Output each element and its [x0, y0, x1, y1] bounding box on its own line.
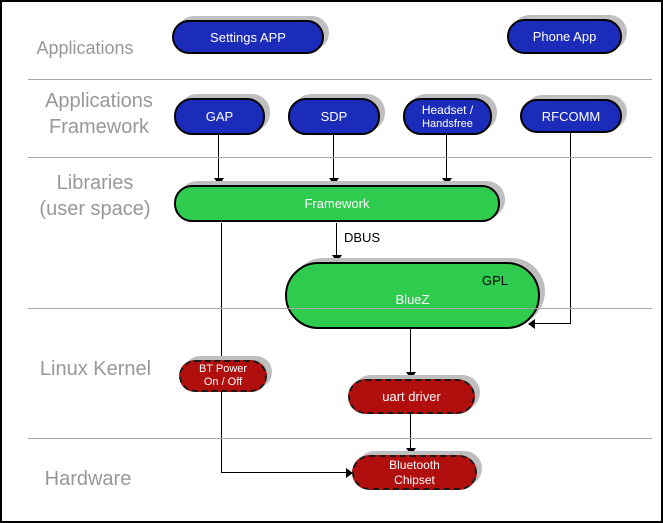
- arrow-sdp-to-framework-head: [329, 178, 339, 185]
- node-bluez: BlueZ GPL: [285, 262, 540, 329]
- arrow-gap-to-framework-line: [218, 135, 219, 178]
- node-headset-label-line2: Handsfree: [422, 117, 473, 130]
- divider-applications: [28, 79, 652, 80]
- node-bt-power-label-line2: On / Off: [203, 376, 243, 388]
- node-bluetooth-chipset-label-line2: Chipset: [394, 472, 435, 487]
- gpl-badge: GPL: [481, 273, 508, 288]
- layer-label-applications-framework: Applications Framework: [45, 90, 153, 138]
- node-rfcomm: RFCOMM: [520, 99, 622, 133]
- layer-label-hardware: Hardware: [44, 468, 132, 490]
- node-gap-label: GAP: [205, 109, 234, 124]
- node-bluez-label: BlueZ: [395, 292, 430, 307]
- arrow-bluez-to-uart-head: [406, 372, 416, 379]
- arrow-rfcomm-to-bluez-head: [528, 319, 535, 329]
- layer-label-linux-kernel: Linux Kernel: [39, 358, 152, 380]
- node-uart-driver: uart driver: [348, 379, 475, 414]
- dbus-edge-label: DBUS: [344, 230, 381, 245]
- node-framework: Framework: [174, 185, 500, 222]
- node-settings-app-label: Settings APP: [210, 29, 286, 45]
- arrow-framework-to-chipset-hline: [221, 472, 346, 473]
- arrow-framework-to-chipset-vline: [221, 223, 222, 473]
- node-gap: GAP: [174, 98, 265, 135]
- arrow-framework-to-bluez-head: [332, 255, 342, 262]
- node-sdp: SDP: [288, 98, 380, 135]
- node-bt-power: BT Power On / Off: [179, 360, 267, 392]
- arrow-rfcomm-to-bluez-vline: [570, 133, 571, 324]
- node-bluetooth-chipset: Bluetooth Chipset: [352, 455, 477, 490]
- arrow-headset-to-framework-line: [446, 135, 447, 178]
- node-phone-app: Phone App: [507, 19, 622, 54]
- divider-libraries: [28, 308, 652, 309]
- arrow-bluez-to-uart-line: [410, 329, 411, 372]
- node-phone-app-label: Phone App: [532, 29, 597, 44]
- divider-linux-kernel: [28, 438, 652, 439]
- arrow-framework-to-bluez-line: [336, 223, 337, 255]
- node-rfcomm-label: RFCOMM: [541, 108, 601, 124]
- arrow-headset-to-framework-head: [442, 178, 452, 185]
- node-uart-driver-label: uart driver: [382, 389, 441, 404]
- node-bluetooth-chipset-label-line1: Bluetooth: [389, 457, 440, 472]
- node-headset-label-line1: Headset /: [421, 102, 474, 117]
- arrow-gap-to-framework-head: [214, 178, 224, 185]
- node-framework-label: Framework: [304, 196, 370, 211]
- arrow-sdp-to-framework-line: [333, 135, 334, 178]
- node-sdp-label: SDP: [320, 109, 348, 124]
- arrow-rfcomm-to-bluez-hline: [535, 323, 571, 324]
- layer-label-libraries-user-space: Libraries (user space): [39, 172, 151, 220]
- divider-applications-framework: [28, 157, 652, 158]
- arrow-uart-to-chipset-line: [410, 414, 411, 448]
- arrow-framework-to-chipset-head: [346, 468, 353, 478]
- node-settings-app: Settings APP: [172, 20, 324, 54]
- layer-label-applications: Applications: [36, 38, 134, 58]
- node-bt-power-label-line1: BT Power: [198, 363, 248, 375]
- node-headset-handsfree: Headset / Handsfree: [403, 98, 492, 135]
- arrow-uart-to-chipset-head: [406, 448, 416, 455]
